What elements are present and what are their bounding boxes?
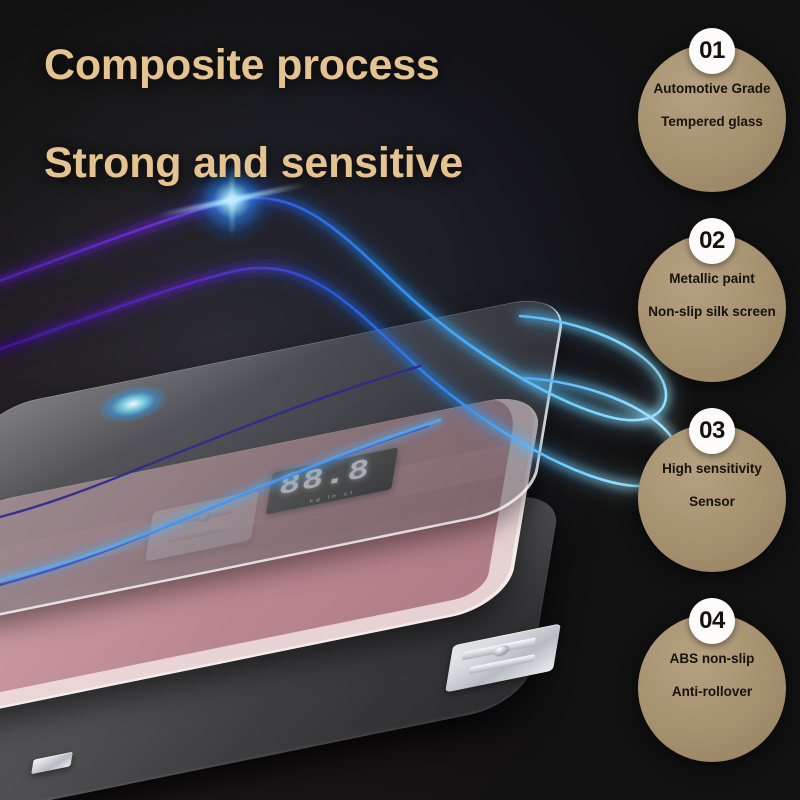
badge-text-02: Metallic paint Non-slip silk screen	[644, 270, 780, 321]
feature-badge-03[interactable]: 03 High sensitivity Sensor	[638, 408, 786, 572]
badge-number-04: 04	[689, 598, 735, 644]
badge-number-03: 03	[689, 408, 735, 454]
headline-line-1: Composite process	[44, 41, 440, 89]
badge-line-2: Sensor	[689, 494, 735, 510]
feature-badge-02[interactable]: 02 Metallic paint Non-slip silk screen	[638, 218, 786, 382]
badge-line-2: Non-slip silk screen	[648, 304, 776, 320]
badge-line-1: Automotive Grade	[653, 81, 771, 96]
feature-badge-04[interactable]: 04 ABS non-slip Anti-rollover	[638, 598, 786, 762]
page-title: Composite process Strong and sensitive	[44, 41, 604, 187]
badge-line-2: Tempered glass	[661, 114, 763, 130]
feature-badge-01[interactable]: 01 Automotive Grade Tempered glass	[638, 28, 786, 192]
badge-number-01: 01	[689, 28, 735, 74]
badge-number-02: 02	[689, 218, 735, 264]
badge-line-1: Metallic paint	[669, 271, 755, 286]
headline-line-2: Strong and sensitive	[44, 138, 463, 187]
badge-text-04: ABS non-slip Anti-rollover	[644, 650, 780, 701]
badge-text-03: High sensitivity Sensor	[644, 460, 780, 511]
badge-line-2: Anti-rollover	[671, 684, 753, 700]
feature-badge-list: 01 Automotive Grade Tempered glass 02 Me…	[600, 0, 800, 800]
badge-line-1: High sensitivity	[662, 461, 762, 476]
badge-text-01: Automotive Grade Tempered glass	[644, 80, 780, 131]
badge-line-1: ABS non-slip	[669, 651, 755, 666]
